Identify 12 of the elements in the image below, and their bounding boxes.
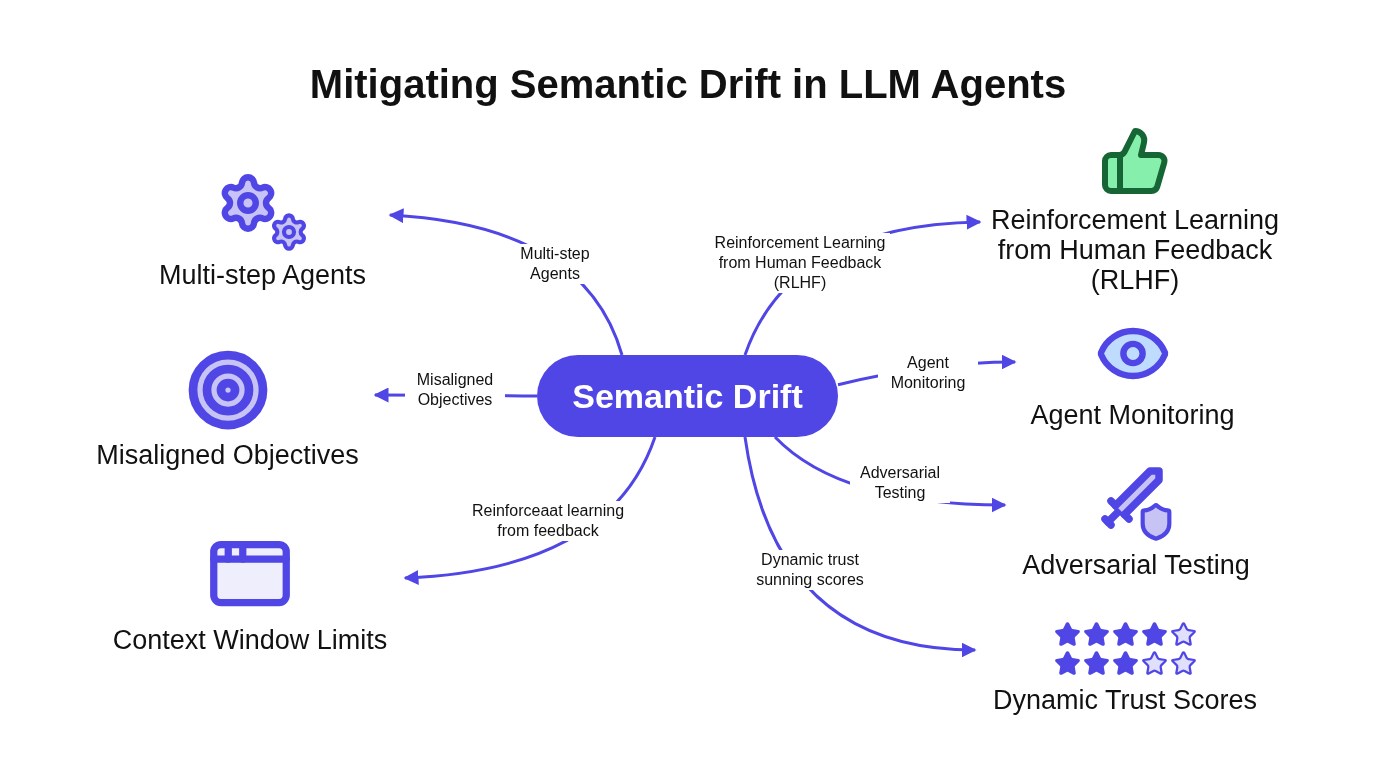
node-label: Multi-step Agents (158, 260, 367, 290)
edge-label: Adversarial Testing (850, 463, 950, 503)
node-label: Dynamic Trust Scores (992, 685, 1258, 715)
edge-label: Misaligned Objectives (405, 370, 505, 410)
topic-pill: Semantic Drift (537, 355, 838, 437)
diagram-title: Mitigating Semantic Drift in LLM Agents (308, 61, 1068, 108)
node-label: Agent Monitoring (1030, 400, 1235, 430)
node-label: Misaligned Objectives (96, 440, 359, 470)
node-label: Context Window Limits (112, 625, 388, 655)
edge-label: Agent Monitoring (878, 353, 978, 393)
node-label: Reinforcement Learning from Human Feedback (RLHF) (989, 205, 1281, 295)
node-label: Adversarial Testing (1022, 550, 1250, 580)
